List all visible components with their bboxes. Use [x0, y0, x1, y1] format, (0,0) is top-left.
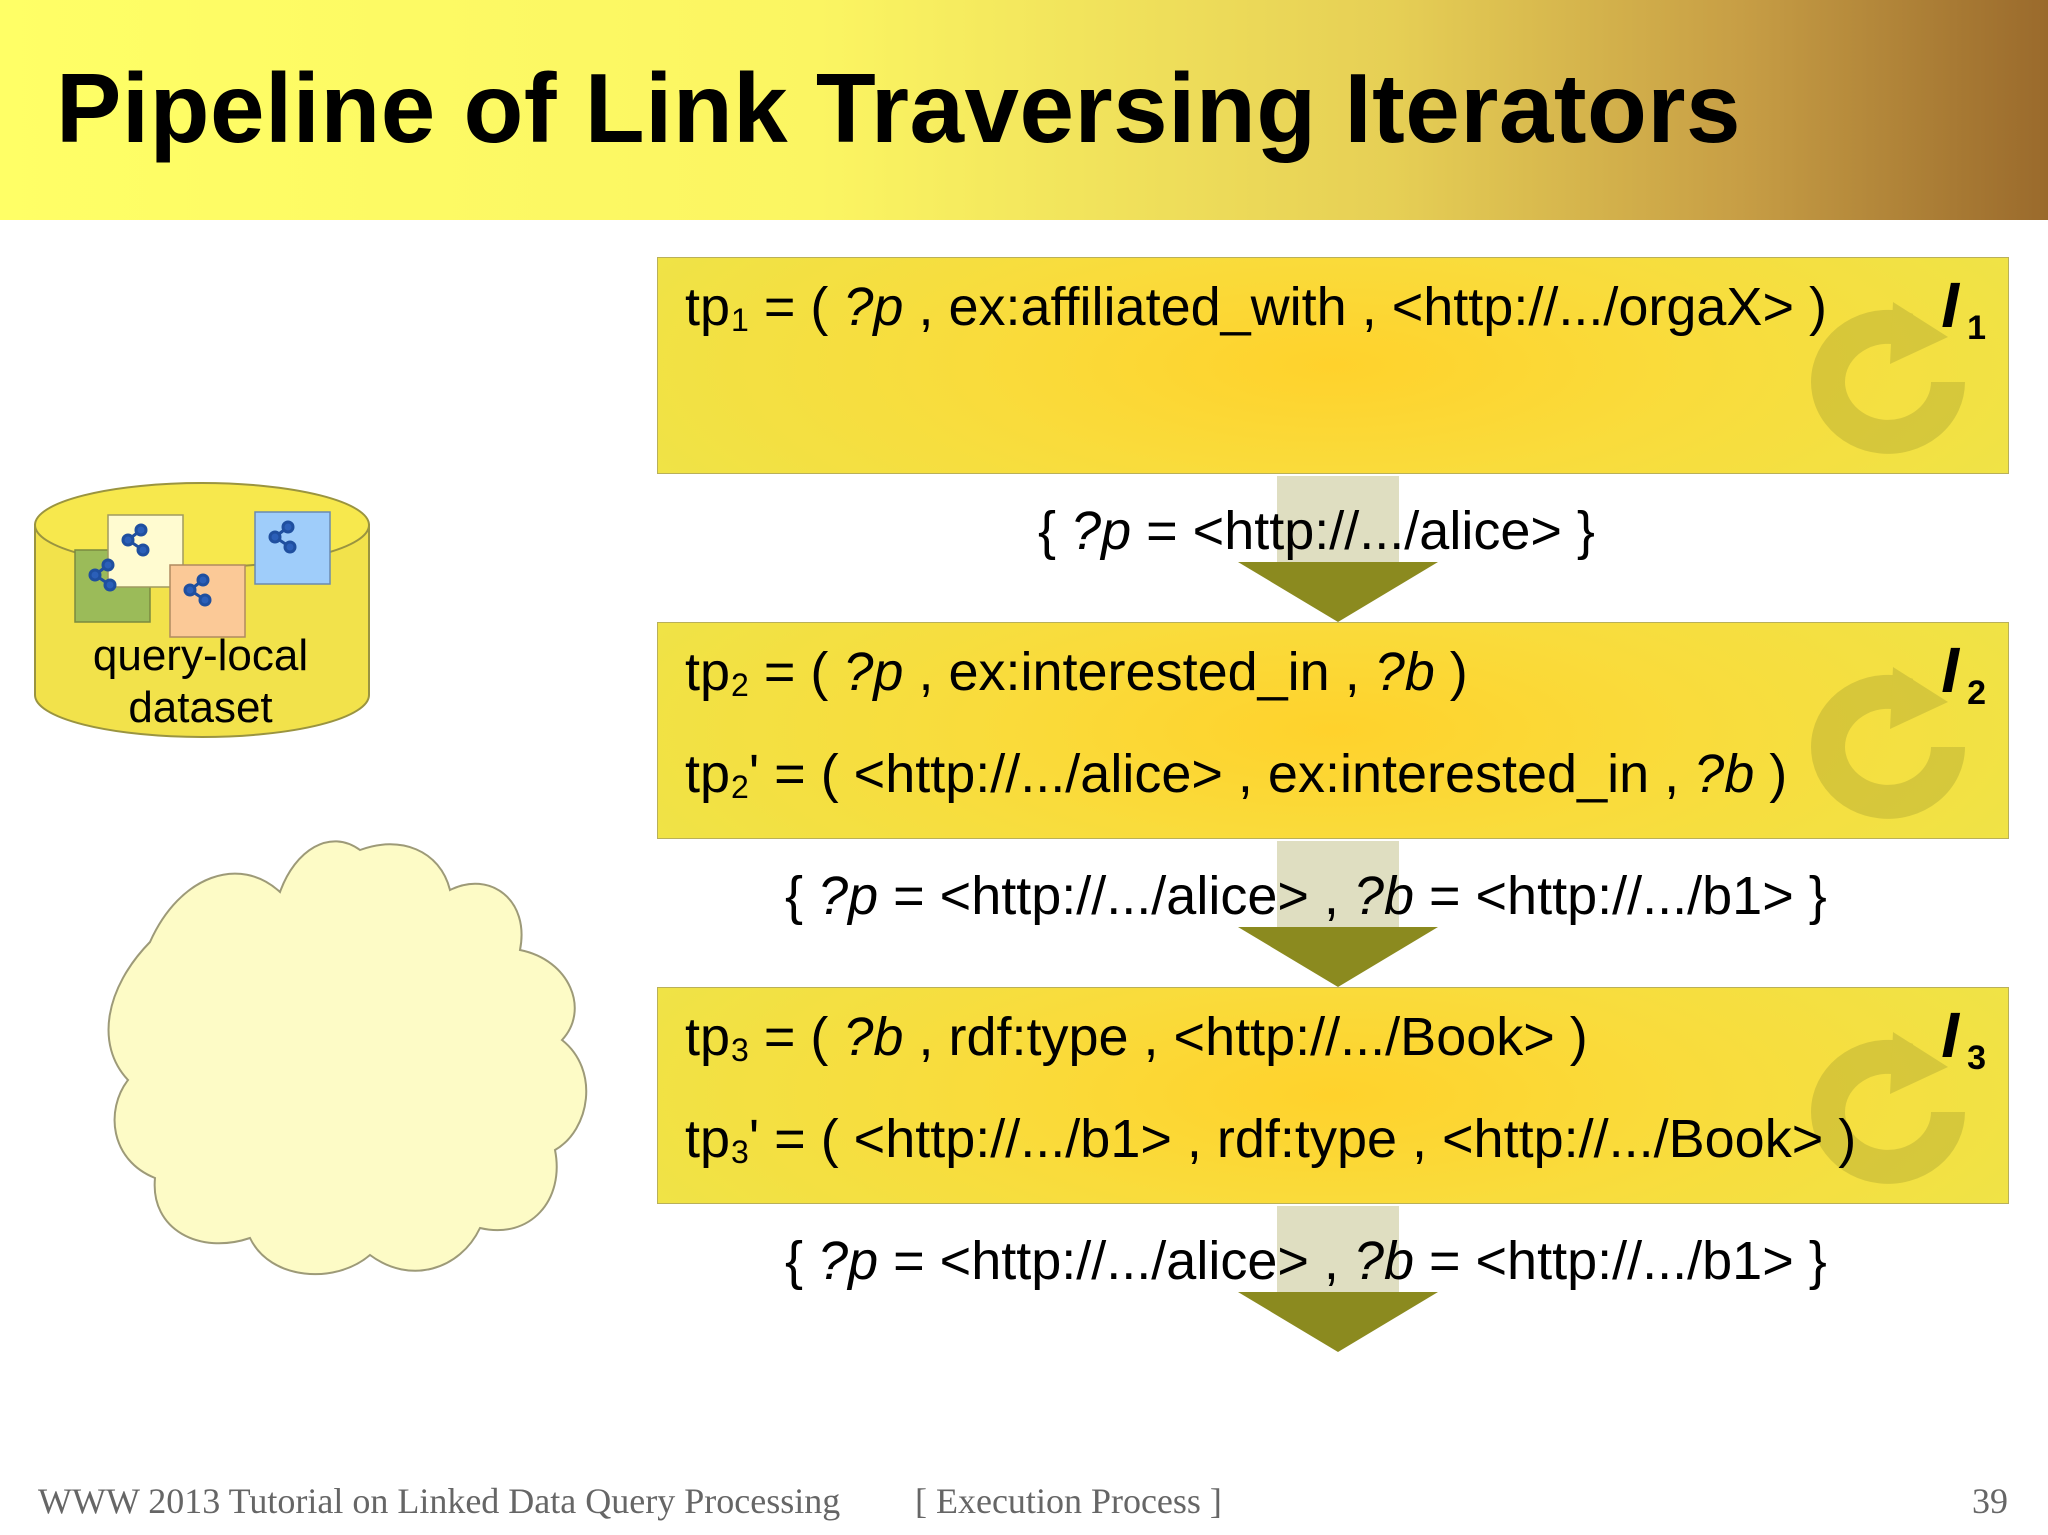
iterator-2-index: 2 — [1967, 674, 1986, 712]
tp-subscript: 1 — [731, 302, 749, 338]
dataset-label-line1: query-local — [92, 631, 309, 680]
web-cloud-shape — [107, 840, 588, 1275]
tp-rest: , rdf:type , <http://.../Book> ) — [903, 1007, 1588, 1067]
binding-brace: { — [785, 866, 819, 926]
tp-subscript: 3 — [731, 1134, 749, 1170]
tp-variable: ?b — [1694, 744, 1755, 804]
triple-pattern-line: tp3 = ( ?b , rdf:type , <http://.../Book… — [685, 1006, 1588, 1068]
tp-variable: ?b — [843, 1007, 904, 1067]
tp-prefix: tp — [685, 1109, 731, 1169]
tp-eq: ' = ( <http://.../alice> , ex:interested… — [748, 744, 1695, 804]
tp-subscript: 2 — [731, 667, 749, 703]
tp-prefix: tp — [685, 744, 731, 804]
tp-variable: ?b — [1374, 642, 1435, 702]
query-local-dataset-icon — [34, 482, 370, 738]
slide-title: Pipeline of Link Traversing Iterators — [56, 53, 1741, 163]
iterator-2-name: I — [1941, 634, 1960, 706]
tp-subscript: 2 — [731, 769, 749, 805]
binding-brace: { — [1038, 501, 1072, 561]
iterator-3-name: I — [1941, 999, 1960, 1071]
tp-prefix: tp — [685, 277, 731, 337]
tp-eq: = ( — [748, 1007, 844, 1067]
tp-subscript: 3 — [731, 1032, 749, 1068]
tp-end: ) — [1434, 642, 1468, 702]
tp-eq: ' = ( <http://.../b1> , rdf:type , <http… — [748, 1109, 1857, 1169]
footer-section: [ Execution Process ] — [915, 1481, 1222, 1521]
title-bar: Pipeline of Link Traversing Iterators — [0, 0, 2048, 220]
tp-eq: = ( — [748, 277, 844, 337]
binding-2: { ?p = <http://.../alice> , ?b = <http:/… — [785, 865, 1827, 927]
footer-left: WWW 2013 Tutorial on Linked Data Query P… — [38, 1481, 841, 1521]
binding-3: { ?p = <http://.../alice> , ?b = <http:/… — [785, 1230, 1827, 1292]
binding-value: = <http://.../alice> , — [878, 866, 1354, 926]
tp-mid: , ex:interested_in , — [903, 642, 1375, 702]
dataset-label-line2: dataset — [128, 683, 273, 732]
binding-var: ?p — [818, 866, 879, 926]
binding-var: ?b — [1353, 866, 1414, 926]
binding-value: = <http://.../alice> } — [1131, 501, 1595, 561]
tp-rest: , ex:affiliated_with , <http://.../orgaX… — [903, 277, 1827, 337]
rewritten-pattern-line: tp3' = ( <http://.../b1> , rdf:type , <h… — [685, 1108, 1856, 1170]
loop-icon — [1811, 1032, 1965, 1184]
triple-pattern-line: tp1 = ( ?p , ex:affiliated_with , <http:… — [685, 276, 1827, 338]
binding-value: = <http://.../b1> } — [1413, 866, 1827, 926]
dataset-label: query-local dataset — [28, 630, 373, 734]
rewritten-pattern-line: tp2' = ( <http://.../alice> , ex:interes… — [685, 743, 1787, 805]
down-arrow-icon — [1238, 841, 1438, 987]
binding-var: ?p — [1071, 501, 1132, 561]
loop-icon — [1811, 302, 1965, 454]
tp-variable: ?p — [843, 642, 904, 702]
down-arrow-icon — [1238, 1206, 1438, 1352]
tp-variable: ?p — [843, 277, 904, 337]
tp-prefix: tp — [685, 1007, 731, 1067]
tp-prefix: tp — [685, 642, 731, 702]
binding-value: = <http://.../b1> } — [1413, 1231, 1827, 1291]
down-arrow-icon — [1238, 476, 1438, 622]
binding-1: { ?p = <http://.../alice> } — [1038, 500, 1595, 562]
iterator-1-name: I — [1941, 269, 1960, 341]
tp-end: ) — [1754, 744, 1788, 804]
iterator-3-index: 3 — [1967, 1039, 1986, 1077]
iterator-1-index: 1 — [1967, 309, 1986, 347]
binding-value: = <http://.../alice> , — [878, 1231, 1354, 1291]
binding-var: ?b — [1353, 1231, 1414, 1291]
page-number: 39 — [1972, 1481, 2008, 1521]
loop-icon — [1811, 667, 1965, 819]
binding-var: ?p — [818, 1231, 879, 1291]
binding-brace: { — [785, 1231, 819, 1291]
tp-eq: = ( — [748, 642, 844, 702]
triple-pattern-line: tp2 = ( ?p , ex:interested_in , ?b ) — [685, 641, 1468, 703]
